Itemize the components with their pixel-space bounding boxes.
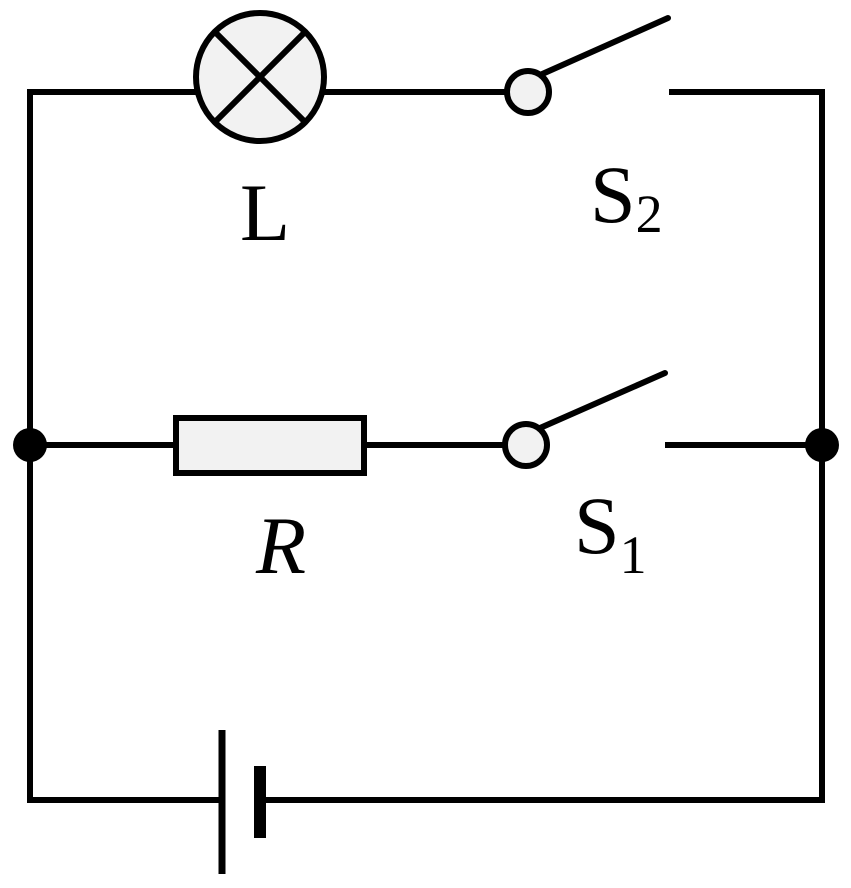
wire-bottom-left: [27, 442, 225, 803]
switch-s1-letter: S: [574, 480, 620, 571]
wire-top-left: [27, 89, 198, 448]
switch-s2-icon: [504, 15, 671, 116]
lamp-icon: [193, 10, 327, 144]
wire-top-right: [669, 89, 825, 448]
junction-left-dot: [13, 428, 47, 462]
switch-s1-pivot: [502, 421, 550, 469]
switch-s2-blade: [537, 15, 671, 78]
lamp-cross-b: [212, 29, 308, 125]
switch-s1-icon: [502, 370, 668, 469]
lamp-label: L: [240, 167, 290, 258]
battery-icon: [218, 730, 266, 874]
wire-bottom-right: [257, 442, 825, 803]
switch-s2-subscript: 2: [636, 184, 663, 244]
switch-s1-blade: [537, 370, 668, 431]
switch-s2-letter: S: [590, 149, 636, 240]
switch-s1-label: S1: [574, 480, 647, 585]
switch-s2-pivot: [504, 68, 552, 116]
wires: [27, 89, 825, 803]
switch-s2-label: S2: [590, 149, 663, 244]
resistor-icon: [173, 415, 367, 476]
junction-right-dot: [805, 428, 839, 462]
switch-s1-subscript: 1: [620, 525, 647, 585]
resistor-label: R: [255, 500, 306, 591]
